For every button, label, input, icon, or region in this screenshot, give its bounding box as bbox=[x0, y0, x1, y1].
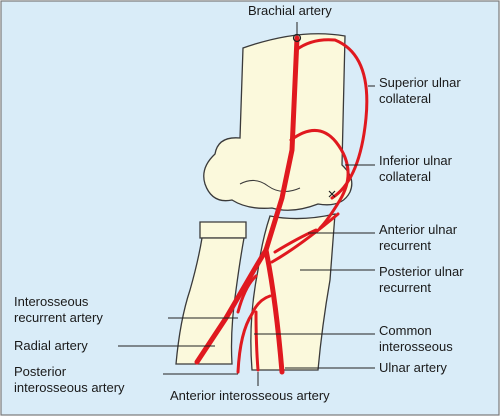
posterior-ulnar-recurrent-vessel bbox=[270, 212, 340, 264]
inferior-collateral-marker bbox=[328, 190, 336, 198]
label-posterior-interosseous-artery-line-1: Posterior bbox=[14, 364, 67, 379]
common-interosseous-vessel bbox=[250, 294, 272, 316]
label-inferior-ulnar-collateral-line-2: collateral bbox=[379, 169, 432, 184]
humerus-trochlea-line bbox=[239, 180, 301, 192]
label-posterior-ulnar-recurrent-line-2: recurrent bbox=[379, 280, 432, 295]
label-brachial-artery: Brachial artery bbox=[248, 3, 332, 18]
label-common-interosseous-line-2: interosseous bbox=[379, 339, 453, 354]
anterior-ulnar-recurrent-vessel bbox=[273, 228, 318, 254]
humerus-bone bbox=[203, 33, 353, 211]
interosseous-recurrent-artery-vessel bbox=[236, 274, 258, 314]
brachial-artery-vessel bbox=[263, 35, 300, 253]
ulnar-artery-vessel bbox=[263, 247, 285, 375]
label-inferior-ulnar-collateral-line-1: Inferior ulnar bbox=[379, 153, 452, 168]
label-interosseous-recurrent-artery: Interosseous recurrent artery bbox=[14, 294, 103, 326]
leader-lines bbox=[118, 22, 375, 386]
label-common-interosseous: Common interosseous bbox=[379, 323, 453, 355]
label-interosseous-recurrent-artery-line-2: recurrent artery bbox=[14, 310, 103, 325]
label-superior-ulnar-collateral: Superior ulnar collateral bbox=[379, 75, 461, 107]
label-anterior-ulnar-recurrent: Anterior ulnar recurrent bbox=[379, 222, 457, 254]
radius-bone bbox=[175, 237, 245, 365]
arteries bbox=[194, 35, 369, 375]
label-inferior-ulnar-collateral: Inferior ulnar collateral bbox=[379, 153, 452, 185]
superior-ulnar-collateral-vessel bbox=[294, 38, 369, 200]
label-posterior-interosseous-artery-line-2: interosseous artery bbox=[14, 380, 125, 395]
posterior-interosseous-artery-vessel bbox=[236, 312, 254, 374]
label-radial-artery: Radial artery bbox=[14, 338, 88, 353]
label-posterior-ulnar-recurrent-line-1: Posterior ulnar bbox=[379, 264, 464, 279]
radial-artery-vessel bbox=[194, 247, 269, 365]
label-anterior-ulnar-recurrent-line-2: recurrent bbox=[379, 238, 432, 253]
inferior-ulnar-collateral-vessel bbox=[289, 129, 350, 230]
anterior-interosseous-artery-vessel bbox=[254, 310, 260, 372]
label-anterior-ulnar-recurrent-line-1: Anterior ulnar bbox=[379, 222, 458, 237]
radius-head bbox=[199, 221, 247, 239]
label-superior-ulnar-collateral-line-2: collateral bbox=[379, 91, 432, 106]
label-interosseous-recurrent-artery-line-1: Interosseous bbox=[14, 294, 89, 309]
label-anterior-interosseous-artery: Anterior interosseous artery bbox=[170, 388, 330, 403]
label-posterior-ulnar-recurrent: Posterior ulnar recurrent bbox=[379, 264, 464, 296]
label-common-interosseous-line-1: Common bbox=[379, 323, 432, 338]
label-posterior-interosseous-artery: Posterior interosseous artery bbox=[14, 364, 125, 396]
label-superior-ulnar-collateral-line-1: Superior ulnar bbox=[379, 75, 461, 90]
brachial-marker bbox=[292, 33, 302, 43]
label-ulnar-artery: Ulnar artery bbox=[379, 360, 447, 375]
